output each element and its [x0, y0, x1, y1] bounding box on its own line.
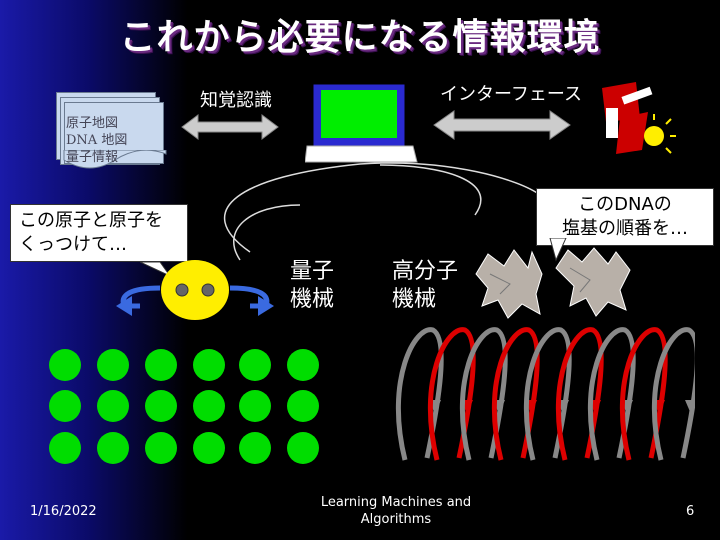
crumpled-hands-icon — [475, 247, 631, 319]
atom-dot — [193, 432, 225, 464]
atom-dot — [49, 349, 81, 381]
helix-strand — [651, 327, 695, 461]
speech-bubble-right: このDNAの 塩基の順番を… — [536, 188, 714, 246]
computer-monitor-icon — [305, 83, 418, 163]
bubble-tail-right — [549, 238, 567, 262]
atom-dot — [145, 349, 177, 381]
helix-strand — [395, 327, 444, 461]
atom-dot — [97, 390, 129, 422]
helix-strand — [459, 327, 508, 461]
atom-dot — [97, 432, 129, 464]
atom-dot — [193, 390, 225, 422]
label-quantum-machine: 量子 機械 — [290, 259, 335, 312]
label-interface: インターフェース — [440, 84, 583, 105]
helix-strand — [523, 327, 572, 461]
helix-strand — [427, 327, 476, 461]
doc-line-2: DNA 地図 — [66, 133, 128, 148]
helix-strand — [555, 327, 604, 461]
bubble-tail-left — [140, 262, 172, 278]
footer-title: Learning Machines and Algorithms — [320, 495, 472, 527]
label-polymer-machine: 高分子 機械 — [392, 259, 459, 312]
atom-dot — [239, 390, 271, 422]
quantum-machine-face-icon — [116, 260, 274, 320]
label-perception: 知覚認識 — [200, 90, 272, 111]
helix-strand — [619, 327, 668, 461]
robot-arm-icon — [602, 82, 676, 154]
atom-dot — [287, 432, 319, 464]
footer-date: 1/16/2022 — [30, 504, 97, 519]
helix-arrowhead — [685, 400, 695, 414]
doc-line-1: 原子地図 — [66, 116, 119, 131]
atom-dot — [287, 349, 319, 381]
atom-dot — [239, 349, 271, 381]
slide-title: これから必要になる情報環境 — [119, 17, 601, 58]
doc-line-3: 量子情報 — [66, 150, 119, 165]
atom-dot — [287, 390, 319, 422]
helix-strand — [491, 327, 540, 461]
atom-dot — [49, 390, 81, 422]
atom-dot — [193, 349, 225, 381]
helix-strand — [587, 327, 636, 461]
speech-bubble-left: この原子と原子を くっつけて… — [10, 204, 188, 262]
double-arrow-right — [433, 110, 571, 140]
atom-dot — [145, 432, 177, 464]
footer-page-number: 6 — [686, 504, 695, 519]
dna-helix-icon — [395, 327, 695, 461]
atom-dot — [49, 432, 81, 464]
atom-dot — [239, 432, 271, 464]
double-arrow-left — [181, 114, 279, 140]
atom-dot — [145, 390, 177, 422]
atom-dot — [97, 349, 129, 381]
